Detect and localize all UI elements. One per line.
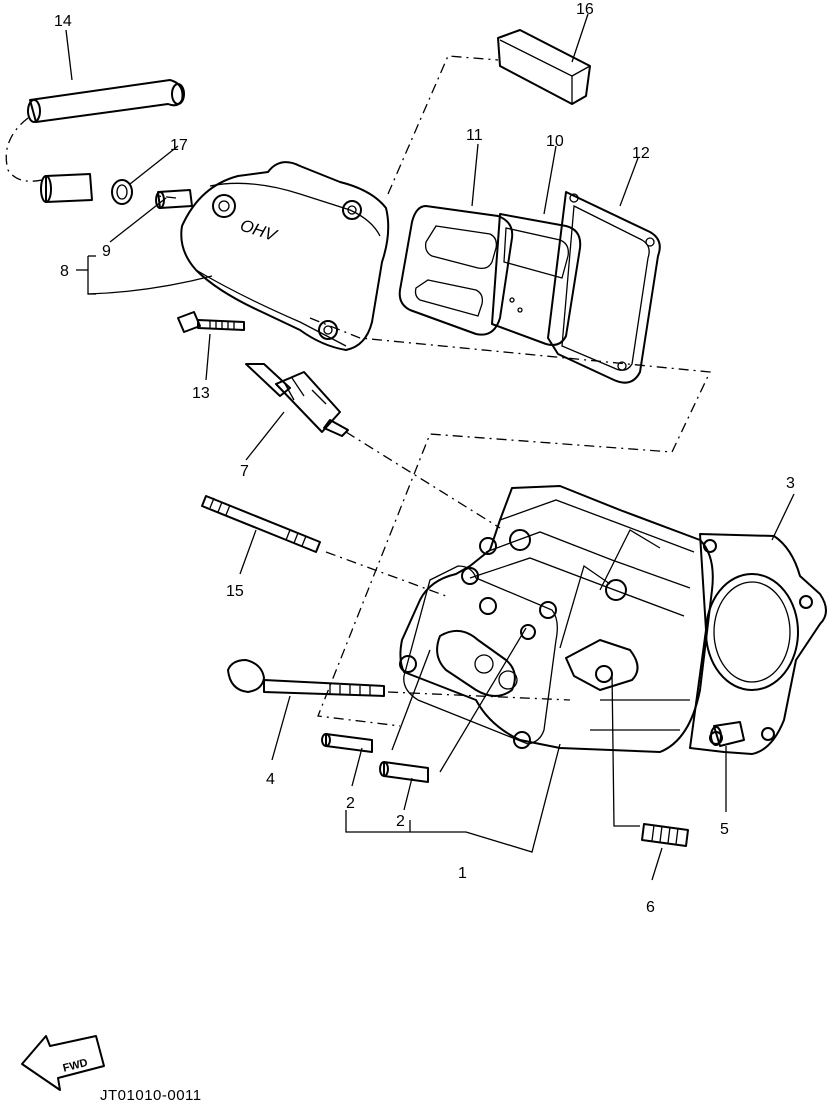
callout-7: 7: [240, 463, 249, 480]
callout-13: 13: [192, 385, 210, 402]
drawing-code: JT01010-0011: [100, 1087, 202, 1104]
callout-10: 10: [546, 133, 564, 150]
callout-2b: 2: [396, 813, 405, 830]
fwd-label: FWD: [62, 1057, 89, 1075]
rubber-block-part: [497, 29, 591, 105]
assembly-lines: [157, 55, 711, 727]
dowel-pin-b-part: [379, 761, 429, 783]
callout-labels: 14 17 9 8 16 11 10 12 13 7 3 15 4 2 2 5 …: [54, 1, 795, 916]
callout-4: 4: [266, 771, 275, 788]
head-gasket-part: [689, 533, 827, 755]
breather-pipe-part: [155, 189, 193, 209]
head-bolt-part: [227, 659, 385, 697]
stud-bolt-long-part: [201, 495, 321, 553]
stud-bolt-short-part: [641, 823, 689, 847]
callout-2a: 2: [346, 795, 355, 812]
hose-clamp-part: [111, 179, 133, 205]
fwd-arrow-icon: FWD: [21, 1035, 105, 1091]
leader-lines: [65, 13, 795, 881]
callout-3: 3: [786, 475, 795, 492]
inner-gasket-part: [398, 205, 514, 336]
cylinder-head-assembly-part: [399, 485, 714, 753]
callout-16: 16: [576, 1, 594, 18]
callout-14: 14: [54, 13, 72, 30]
callout-6: 6: [646, 899, 655, 916]
callout-17: 17: [170, 137, 188, 154]
outer-gasket-part: [547, 191, 661, 384]
callout-11: 11: [466, 127, 483, 144]
cover-stamp-text: OHV: [238, 216, 280, 246]
dowel-pin-a-part: [321, 733, 373, 753]
callout-5: 5: [720, 821, 729, 838]
callout-15: 15: [226, 583, 244, 600]
callout-8: 8: [60, 263, 69, 280]
spark-plug-part: [245, 363, 349, 437]
head-cover-part: OHV: [180, 161, 390, 351]
breather-hose-part: [5, 79, 185, 203]
cover-bolt-part: [177, 311, 245, 333]
callout-12: 12: [632, 145, 650, 162]
locating-pin-part: [710, 721, 745, 747]
callout-9: 9: [102, 243, 111, 260]
callout-1: 1: [458, 865, 467, 882]
